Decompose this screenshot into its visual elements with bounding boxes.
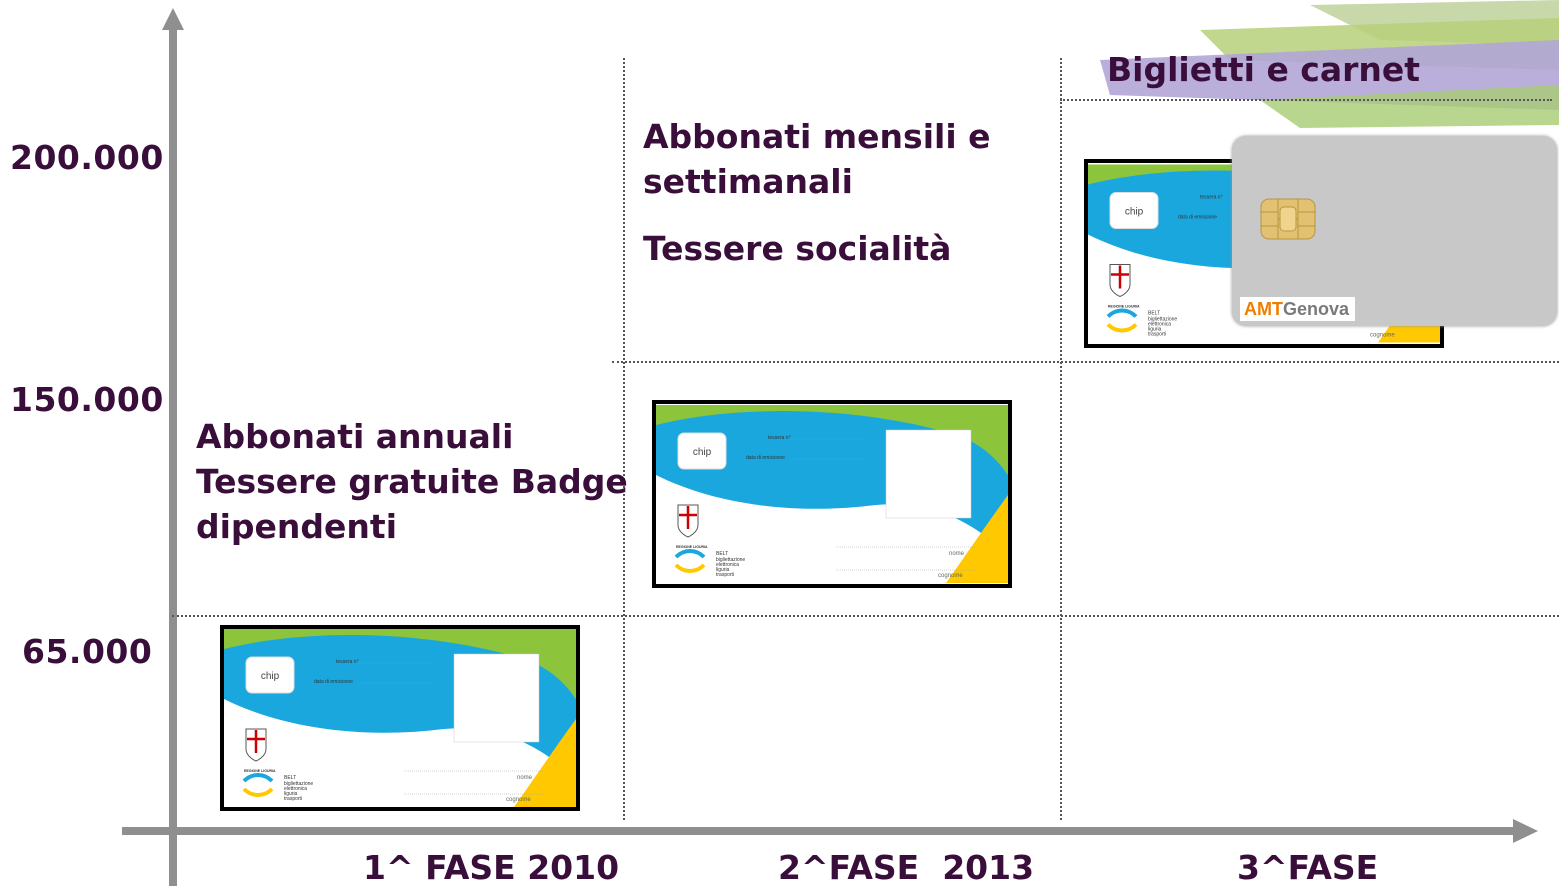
card-belt-line4: liguria bbox=[284, 791, 298, 797]
x-phase-2: 2^FASE 2013 bbox=[778, 848, 1035, 887]
card-belt-line1: BELT bbox=[284, 775, 296, 781]
x-axis-arrow bbox=[1513, 819, 1538, 843]
phase1-line-2: Tessere gratuite Badge bbox=[196, 462, 628, 501]
belt-card-phase1: chip tessera n° data di emissione REGION… bbox=[220, 625, 580, 811]
card-regione-label: REGIONE LIGURIA bbox=[1108, 305, 1140, 309]
grid-line-150000 bbox=[612, 361, 1559, 363]
card-tessera-label: tessera n° bbox=[768, 435, 791, 441]
card-tessera-label: tessera n° bbox=[336, 659, 359, 665]
card-belt-line2: bigliettazione bbox=[1148, 317, 1177, 323]
y-tick-200000: 200.000 bbox=[10, 138, 164, 177]
y-axis-arrow bbox=[162, 8, 184, 30]
card-belt-line2: bigliettazione bbox=[284, 781, 313, 787]
card-belt-line1: BELT bbox=[1148, 311, 1160, 317]
card-chip-label: chip bbox=[261, 671, 280, 682]
card-regione-label: REGIONE LIGURIA bbox=[676, 545, 708, 549]
card-belt-line2: bigliettazione bbox=[716, 557, 745, 563]
liguria-crest-icon bbox=[1109, 264, 1131, 298]
card-cognome-label: cognome bbox=[1370, 333, 1395, 339]
liguria-crest-icon bbox=[245, 728, 267, 762]
x-phase-1: 1^ FASE 2010 bbox=[363, 848, 620, 887]
card-belt-line3: elettronica bbox=[284, 786, 307, 792]
grid-line-65000 bbox=[172, 615, 1559, 617]
belt-logo-icon bbox=[674, 549, 706, 573]
smartcard-chip-icon bbox=[1260, 198, 1316, 240]
belt-logo-icon bbox=[242, 773, 274, 797]
phase2-line-1: Abbonati mensili e bbox=[643, 117, 991, 156]
card-nome-label: nome bbox=[517, 775, 533, 781]
decorative-banner bbox=[1100, 0, 1559, 128]
card-emissione-label: data di emissione bbox=[1178, 215, 1217, 221]
phase1-line-1: Abbonati annuali bbox=[196, 417, 514, 456]
card-belt-line5: trasporti bbox=[716, 572, 734, 578]
belt-logo-icon bbox=[1106, 308, 1138, 333]
phase2-line-2: settimanali bbox=[643, 162, 853, 201]
genova-logo-text: Genova bbox=[1283, 299, 1350, 319]
card-belt-line4: liguria bbox=[1148, 327, 1162, 333]
card-belt-line5: trasporti bbox=[1148, 332, 1166, 338]
card-belt-line5: trasporti bbox=[284, 796, 302, 802]
liguria-crest-icon bbox=[677, 504, 699, 538]
x-phase-3: 3^FASE bbox=[1237, 848, 1379, 887]
card-emissione-label: data di emissione bbox=[314, 679, 353, 685]
card-tessera-label: tessera n° bbox=[1200, 195, 1223, 201]
card-chip-label: chip bbox=[693, 447, 712, 458]
card-cognome-label: cognome bbox=[938, 573, 963, 579]
y-tick-65000: 65.000 bbox=[22, 632, 153, 671]
card-belt-line1: BELT bbox=[716, 551, 728, 557]
amt-genova-logo: AMTGenova bbox=[1240, 297, 1356, 321]
phase2-description: Abbonati mensili e settimanali Tessere s… bbox=[643, 114, 991, 271]
phase1-line-3: dipendenti bbox=[196, 507, 398, 546]
divider-phase2-3 bbox=[1060, 58, 1062, 820]
phase2-line-3: Tessere socialità bbox=[643, 229, 952, 268]
amt-smartcard: AMTGenova bbox=[1232, 136, 1557, 326]
card-regione-label: REGIONE LIGURIA bbox=[244, 769, 276, 773]
card-emissione-label: data di emissione bbox=[746, 455, 785, 461]
divider-phase1-2 bbox=[623, 58, 625, 820]
phase1-description: Abbonati annuali Tessere gratuite Badge … bbox=[196, 414, 628, 549]
card-belt-line3: elettronica bbox=[1148, 322, 1171, 328]
card-cognome-label: cognome bbox=[506, 797, 531, 803]
card-belt-line3: elettronica bbox=[716, 562, 739, 568]
y-tick-150000: 150.000 bbox=[10, 380, 164, 419]
card-chip-label: chip bbox=[1125, 207, 1144, 218]
belt-card-artwork: chip tessera n° data di emissione REGION… bbox=[656, 405, 1008, 583]
belt-card-artwork: chip tessera n° data di emissione REGION… bbox=[224, 629, 576, 807]
phase3-title: Biglietti e carnet bbox=[1107, 50, 1421, 89]
amt-logo-text: AMT bbox=[1244, 299, 1283, 319]
grid-line-200000 bbox=[1060, 99, 1552, 101]
belt-card-phase2: chip tessera n° data di emissione REGION… bbox=[652, 400, 1012, 588]
card-nome-label: nome bbox=[949, 551, 965, 557]
card-belt-line4: liguria bbox=[716, 567, 730, 573]
